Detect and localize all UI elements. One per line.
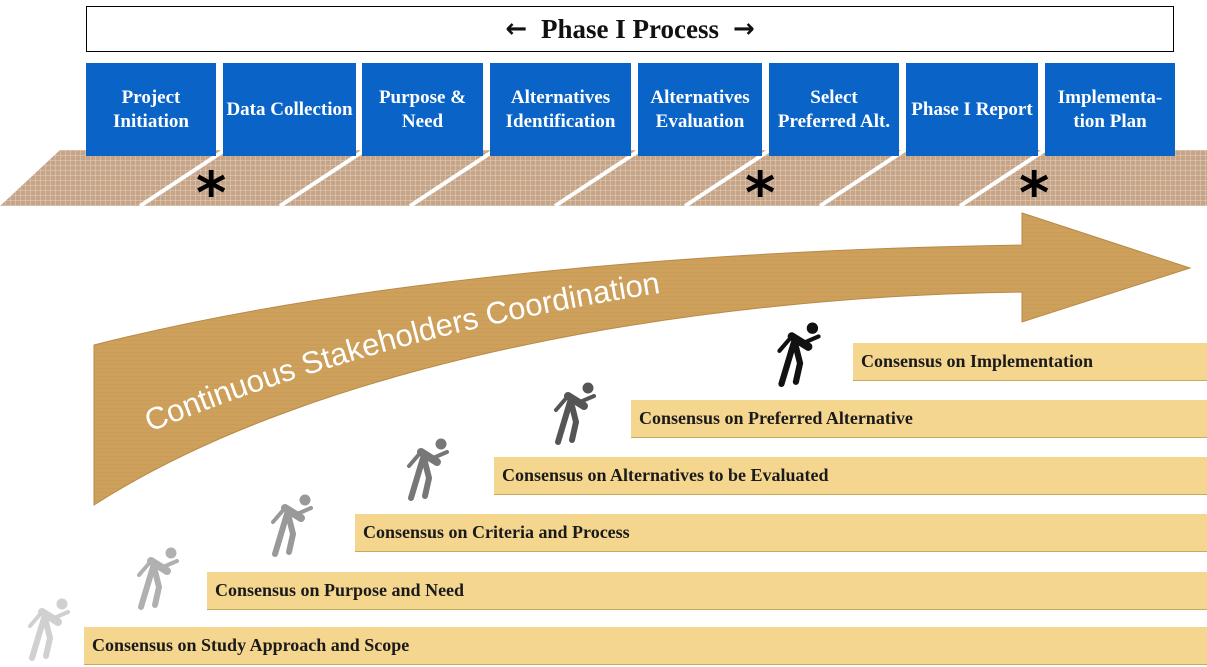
- milestone-star-icon: *: [745, 159, 776, 227]
- consensus-step-5: Consensus on Preferred Alternative: [631, 400, 1207, 438]
- consensus-step-1: Consensus on Study Approach and Scope: [84, 627, 1207, 665]
- consensus-step-2: Consensus on Purpose and Need: [207, 572, 1207, 610]
- phase-alternatives-evaluation: Alternatives Evaluation: [638, 63, 762, 156]
- climbing-person-icon: [554, 382, 596, 445]
- phase-implementation-plan: Implementa-tion Plan: [1045, 63, 1175, 156]
- left-arrow-icon: ←: [505, 14, 527, 44]
- climbing-person-icon: [28, 598, 70, 661]
- phase-title-bar: ← Phase I Process →: [86, 6, 1174, 52]
- phase-report: Phase I Report: [906, 63, 1038, 156]
- process-ground-band: [0, 150, 1207, 206]
- consensus-step-4: Consensus on Alternatives to be Evaluate…: [494, 457, 1207, 495]
- consensus-step-6: Consensus on Implementation: [853, 343, 1207, 381]
- phase-alternatives-identification: Alternatives Identification: [490, 63, 631, 156]
- phase-title: Phase I Process: [541, 13, 719, 44]
- phase-select-preferred: Select Preferred Alt.: [769, 63, 899, 156]
- phase-data-collection: Data Collection: [223, 63, 356, 156]
- consensus-step-3: Consensus on Criteria and Process: [355, 514, 1207, 552]
- climbing-person-icon: [777, 322, 821, 387]
- climbing-person-icon: [407, 438, 449, 501]
- milestone-star-icon: *: [196, 159, 227, 227]
- phase-project-initiation: Project Initiation: [86, 63, 216, 156]
- milestone-star-icon: *: [1019, 159, 1050, 227]
- right-arrow-icon: →: [732, 14, 755, 44]
- phase-purpose-need: Purpose & Need: [362, 63, 483, 156]
- climbing-person-icon: [137, 547, 179, 610]
- climbing-person-icon: [271, 494, 313, 557]
